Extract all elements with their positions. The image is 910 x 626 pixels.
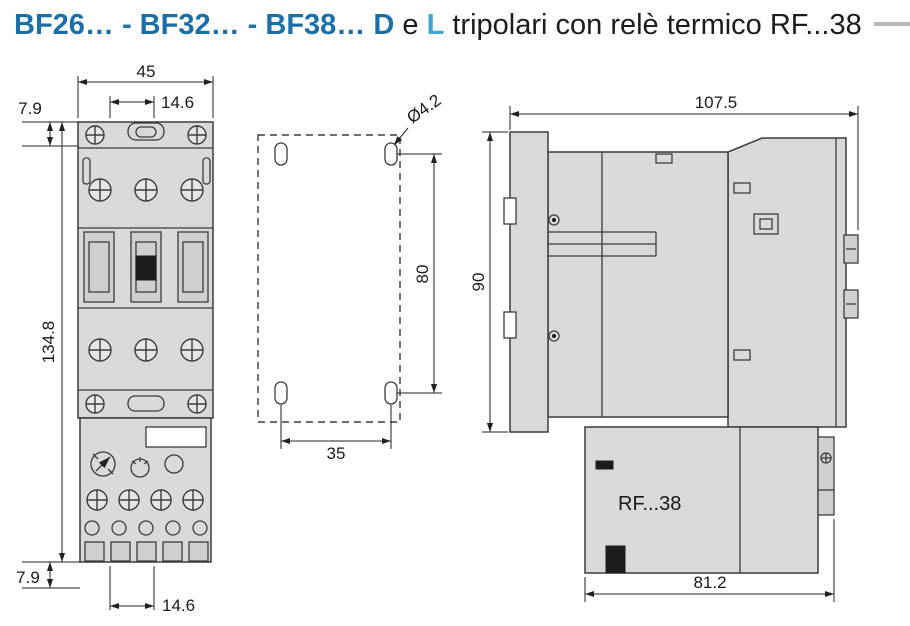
hole-diameter-callout: Ø4.2 <box>393 91 444 146</box>
dim-label-front-offset-bottom: 7.9 <box>16 568 40 587</box>
front-dim-offset-bottom: 7.9 <box>16 561 80 589</box>
relay-foot <box>605 545 626 574</box>
thermal-relay-block: RF...38 <box>584 426 835 574</box>
mounting-hole <box>274 381 288 405</box>
dim-label-front-offset-top: 7.9 <box>18 99 42 118</box>
terminal-screw-icon <box>88 178 112 202</box>
pole-windows <box>83 231 209 303</box>
mounting-hole <box>384 142 398 166</box>
front-dim-hole-spacing-bottom: 14.6 <box>109 566 195 615</box>
selector-dial-icon <box>130 457 150 478</box>
side-view-body <box>503 131 859 433</box>
terminal-screw-icon <box>134 338 158 362</box>
dim-label-front-hole-spacing-top: 14.6 <box>161 93 194 112</box>
front-view: 45 14.6 7.9 134.8 7.9 14.6 <box>16 62 214 615</box>
front-view-body <box>77 121 214 419</box>
technical-drawing: 45 14.6 7.9 134.8 7.9 14.6 <box>16 62 859 615</box>
dim-label-front-hole-spacing-bottom: 14.6 <box>162 596 195 615</box>
front-relay-body <box>79 417 212 563</box>
front-dim-offset-top: 7.9 <box>18 99 78 147</box>
screw-icon <box>187 125 207 145</box>
hole-dim-vertical: 80 <box>397 153 442 394</box>
title-variant-d: D <box>373 9 395 41</box>
reset-button-icon <box>164 454 184 474</box>
mounting-hole <box>274 142 288 166</box>
title-models: BF26… - BF32… - BF38… <box>14 9 366 41</box>
mounting-hole-pattern: Ø4.2 80 35 <box>257 91 444 463</box>
page-header: BF26… - BF32… - BF38… D e L tripolari co… <box>0 0 910 50</box>
title-variant-l: L <box>426 9 445 41</box>
relay-screw-icon <box>182 489 204 511</box>
mounting-hole <box>384 381 398 405</box>
hole-dim-horizontal: 35 <box>280 405 392 463</box>
bottom-clip <box>127 395 165 412</box>
dim-label-relay-width: 81.2 <box>693 573 726 592</box>
side-dim-width: 107.5 <box>509 93 859 230</box>
relay-dim-width: 81.2 <box>584 519 835 602</box>
dim-label-hole-diameter: Ø4.2 <box>403 91 444 128</box>
top-clip <box>127 122 165 141</box>
terminal-screw-icon <box>180 338 204 362</box>
dim-label-front-width: 45 <box>137 62 156 81</box>
terminal-screw-icon <box>88 338 112 362</box>
contact-chamber <box>727 137 847 428</box>
dim-label-side-height: 90 <box>469 273 488 292</box>
front-dim-hole-spacing-top: 14.6 <box>109 93 194 118</box>
title-conjunction: e <box>402 9 419 41</box>
terminal-comb <box>84 541 209 562</box>
side-dim-height: 90 <box>469 131 508 433</box>
relay-screw-icon <box>150 489 172 511</box>
relay-label: RF...38 <box>618 493 681 515</box>
dim-label-hole-horizontal: 35 <box>327 444 346 463</box>
front-dim-width: 45 <box>77 62 214 118</box>
screw-icon <box>85 125 105 145</box>
adjustment-dial-icon <box>90 451 116 477</box>
relay-screw-icon <box>86 489 108 511</box>
terminal-screw-icon <box>134 178 158 202</box>
front-dim-height: 134.8 <box>39 122 66 562</box>
screw-icon <box>85 394 105 414</box>
relay-side-tab <box>817 436 835 516</box>
header-rule <box>873 22 910 26</box>
side-view: RF...38 107.5 90 81.2 <box>469 93 859 602</box>
relay-screw-icon <box>118 489 140 511</box>
coil-housing <box>547 151 729 418</box>
screw-icon <box>187 394 207 414</box>
title-description: tripolari con relè termico RF...38 <box>452 9 862 41</box>
dim-label-front-height: 134.8 <box>39 321 58 364</box>
mounting-flange <box>509 131 549 433</box>
dim-label-side-width: 107.5 <box>695 93 738 112</box>
dim-label-hole-vertical: 80 <box>413 265 432 284</box>
mounting-outline <box>257 134 401 423</box>
terminal-screw-icon <box>180 178 204 202</box>
page-title: BF26… - BF32… - BF38… D e L tripolari co… <box>14 8 862 42</box>
relay-window <box>595 460 614 470</box>
